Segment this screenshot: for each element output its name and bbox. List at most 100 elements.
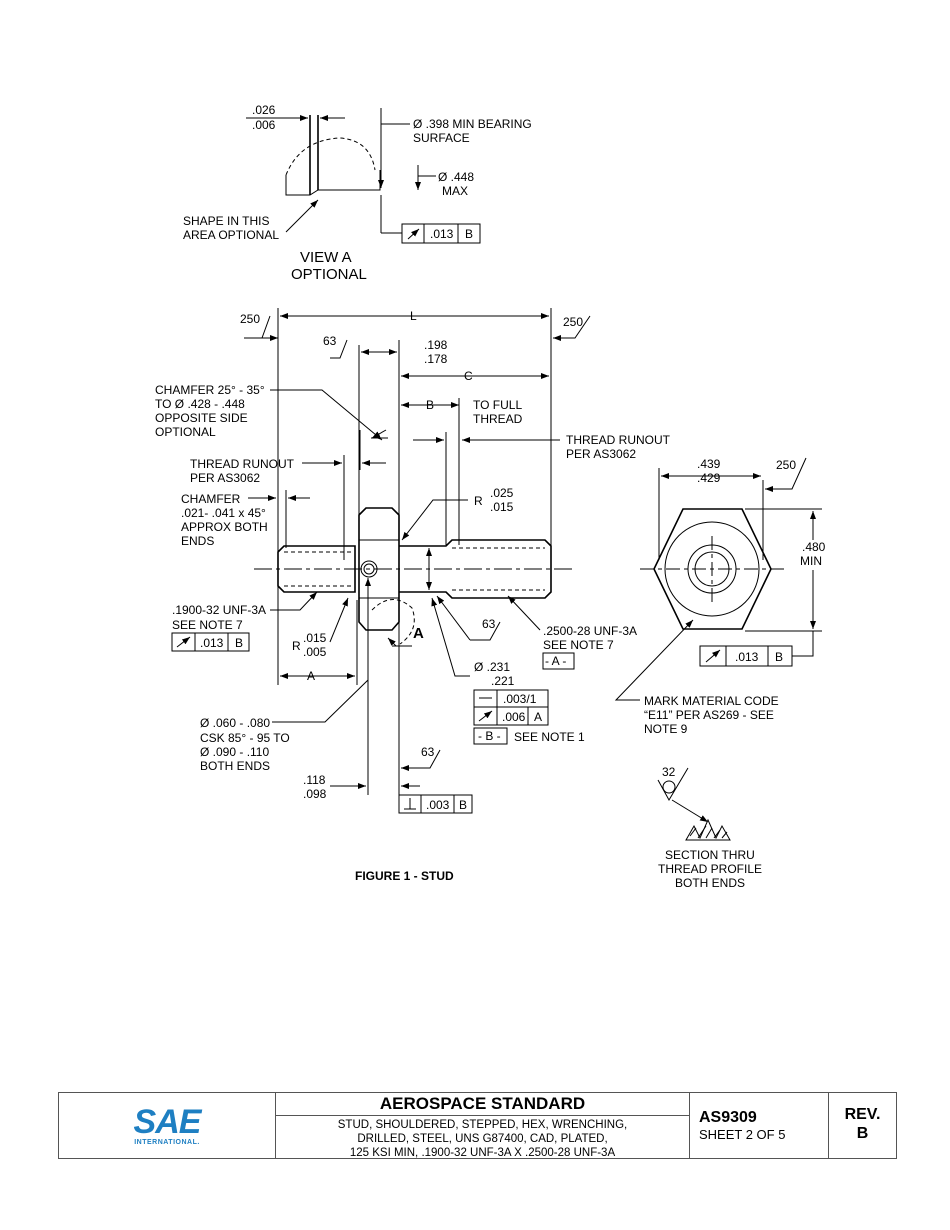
svg-text:B: B [235, 636, 243, 650]
dim-A: A [307, 669, 315, 683]
svg-text:.003/1: .003/1 [503, 692, 537, 706]
chamfer-note-3: OPPOSITE SIDE [155, 411, 248, 425]
engineering-drawing: .026 .006 Ø .398 MIN BEARING SURFACE Ø .… [155, 103, 827, 890]
view-a-detail: .026 .006 Ø .398 MIN BEARING SURFACE Ø .… [183, 103, 532, 283]
csk-note-4: BOTH ENDS [200, 759, 270, 773]
finish-250-right: 250 [563, 315, 583, 329]
description-line-3: 125 KSI MIN, .1900-32 UNF-3A X .2500-28 … [349, 1147, 616, 1159]
thread-right-1: .2500-28 UNF-3A [543, 624, 637, 638]
view-a-shape-label-2: AREA OPTIONAL [183, 228, 279, 242]
view-a-marker: A [413, 625, 424, 642]
svg-text:.003: .003 [426, 798, 450, 812]
csk-note-2: CSK 85° - 95 TO [200, 731, 290, 745]
finish-250-left: 250 [240, 312, 260, 326]
description-line-2: DRILLED, STEEL, UNS G87400, CAD, PLATED, [357, 1133, 608, 1145]
document-number: AS9309 [699, 1109, 757, 1126]
view-a-title-2: OPTIONAL [291, 266, 367, 283]
straightness-runout-frame: .003/1 .006 A - B - SEE NOTE 1 [473, 689, 585, 745]
document-heading: AEROSPACE STANDARD [276, 1093, 689, 1116]
hex-finish-250: 250 [776, 458, 796, 472]
section-label-1: SECTION THRU [665, 848, 755, 862]
dim-098: .098 [303, 787, 327, 801]
hex-end-view: .439 .429 250 .480 MIN .013 B MARK MATER… [614, 457, 827, 736]
chamfer-end-3: APPROX BOTH [181, 520, 268, 534]
dim-C: C [464, 369, 473, 383]
thread-left-1: .1900-32 UNF-3A [172, 603, 266, 617]
see-note-1: SEE NOTE 1 [514, 730, 585, 744]
datum-a-box [542, 652, 575, 670]
svg-text:B: B [459, 798, 467, 812]
dim-L: L [410, 309, 417, 323]
mark-material-3: NOTE 9 [644, 722, 688, 736]
chamfer-note-4: OPTIONAL [155, 425, 216, 439]
view-a-shape-label: SHAPE IN THIS [183, 214, 269, 228]
hex-dim-439: .439 [697, 457, 721, 471]
csk-note-3: Ø .090 - .110 [200, 745, 269, 759]
section-finish-icon [657, 767, 689, 802]
dim-178: .178 [424, 352, 448, 366]
finish-63-top-icon [330, 339, 348, 359]
sae-logo-word: SAE [133, 1103, 202, 1141]
datum-a: - A - [545, 654, 566, 668]
perpendicularity-frame: .003 B [398, 794, 473, 814]
radius-r-label: R [474, 494, 483, 508]
hex-dim-429: .429 [697, 471, 721, 485]
csk-note-1: Ø .060 - .080 [200, 716, 270, 730]
radius-025: .025 [490, 486, 514, 500]
section-label-2: THREAD PROFILE [658, 862, 762, 876]
to-full-thread-2: THREAD [473, 412, 523, 426]
dim-118: .118 [303, 773, 326, 787]
svg-text:.013: .013 [200, 636, 224, 650]
sae-logo-subtitle: INTERNATIONAL. [134, 1139, 200, 1146]
figure-title: FIGURE 1 - STUD [355, 869, 454, 883]
description-line-1: STUD, SHOULDERED, STEPPED, HEX, WRENCHIN… [337, 1119, 628, 1131]
radius-015: .015 [490, 500, 514, 514]
thread-left-2: SEE NOTE 7 [172, 618, 243, 632]
title-block: SAE INTERNATIONAL. AEROSPACE STANDARD ST… [58, 1092, 897, 1159]
title-block-title: AEROSPACE STANDARD STUD, SHOULDERED, STE… [276, 1093, 690, 1160]
thread-right-2: SEE NOTE 7 [543, 638, 614, 652]
runout-icon [176, 636, 191, 648]
sheet-number: SHEET 2 OF 5 [699, 1127, 786, 1142]
document-description: STUD, SHOULDERED, STEPPED, HEX, WRENCHIN… [276, 1116, 689, 1160]
revision-value: B [856, 1125, 869, 1142]
to-full-thread: TO FULL [473, 398, 522, 412]
runout-right-2: PER AS3062 [566, 447, 636, 461]
section-finish-32: 32 [662, 765, 676, 779]
runout-left-2: PER AS3062 [190, 471, 260, 485]
svg-text:A: A [534, 710, 542, 724]
revision-cell: REV. B [829, 1093, 896, 1158]
chamfer-note-2: TO Ø .428 - .448 [155, 397, 245, 411]
runout-icon [478, 710, 493, 722]
view-a-dim-006: .006 [252, 118, 276, 132]
finish-63-low-icon [422, 749, 441, 769]
document-number-cell: AS9309 SHEET 2 OF 5 [690, 1093, 829, 1158]
mark-material-2: “E11” PER AS269 - SEE [644, 708, 774, 722]
runout-icon [705, 649, 721, 663]
finish-63-mid: 63 [482, 617, 496, 631]
view-a-dia-448-max: MAX [442, 184, 468, 198]
view-a-feature-control-frame: .013 B [401, 223, 481, 244]
perpendicularity-icon [404, 798, 416, 810]
revision-label: REV. [844, 1106, 881, 1123]
radius2-005: .005 [303, 645, 327, 659]
runout-left-1: THREAD RUNOUT [190, 457, 295, 471]
svg-text:B: B [465, 227, 473, 241]
finish-63-low: 63 [421, 745, 435, 759]
radius2-label: R [292, 639, 301, 653]
radius2-015: .015 [303, 631, 327, 645]
hex-dim-min: MIN [800, 554, 822, 568]
datum-b: - B - [478, 729, 501, 743]
view-a-title: VIEW A [300, 249, 352, 266]
svg-text:.006: .006 [502, 710, 526, 724]
chamfer-end-4: ENDS [181, 534, 214, 548]
finish-63-mid-icon [470, 621, 501, 641]
finish-63-top: 63 [323, 334, 337, 348]
mark-material-1: MARK MATERIAL CODE [644, 694, 779, 708]
runout-right-1: THREAD RUNOUT [566, 433, 671, 447]
dim-198: .198 [424, 338, 448, 352]
chamfer-end-2: .021- .041 x 45° [181, 506, 266, 520]
hex-feature-control-frame: .013 B [699, 631, 814, 667]
hex-dim-480: .480 [802, 540, 826, 554]
svg-text:B: B [775, 650, 783, 664]
